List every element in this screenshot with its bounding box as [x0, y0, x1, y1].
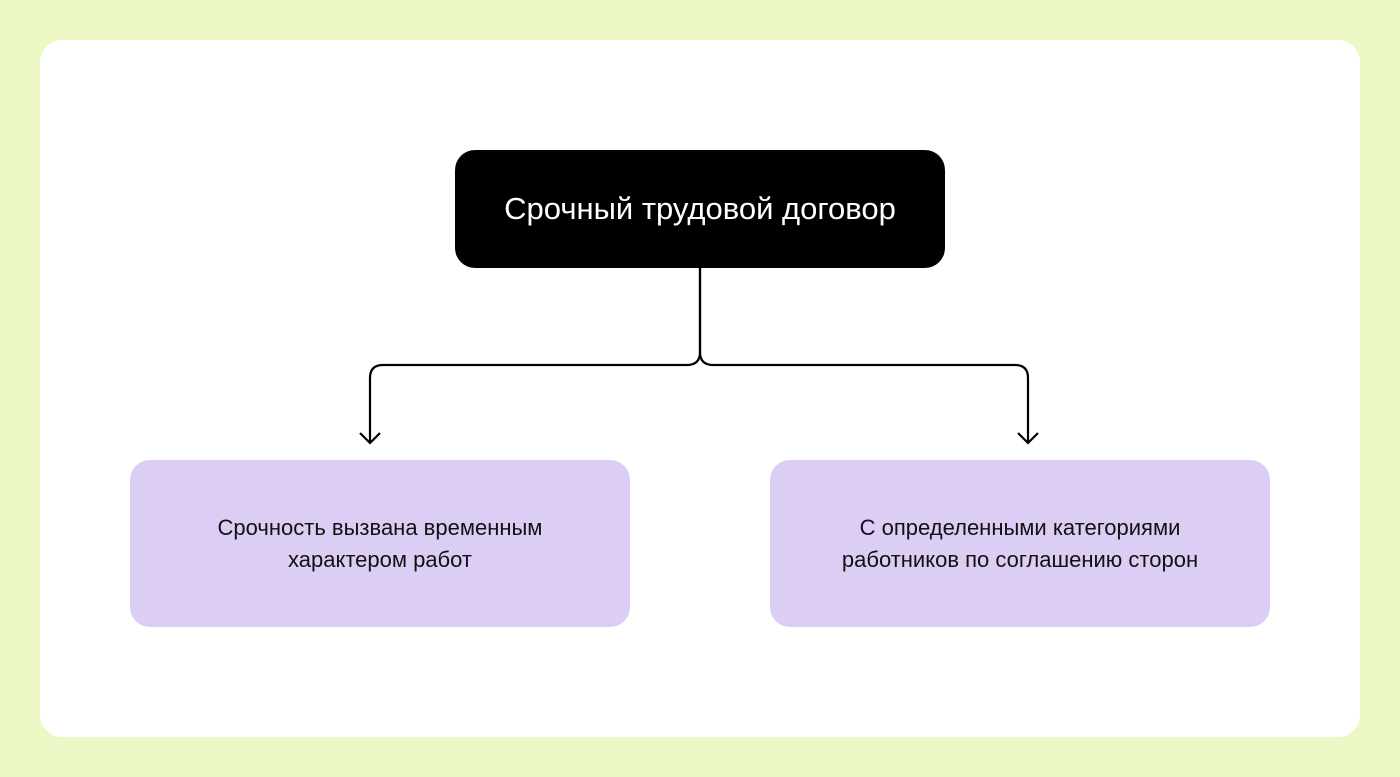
child-node-temporary-work: Срочность вызвана временным характером р… [130, 460, 630, 627]
child-node-label: С определенными категориями работников п… [841, 514, 1199, 572]
arrowhead-right-icon [1017, 432, 1039, 445]
arrowhead-left-icon [359, 432, 381, 445]
connector-left [368, 268, 702, 443]
child-node-label: Срочность вызвана временным характером р… [217, 514, 543, 572]
child-node-agreement: С определенными категориями работников п… [770, 460, 1270, 627]
root-node-label: Срочный трудовой договор [504, 191, 896, 226]
connector-right [698, 268, 1030, 443]
root-node: Срочный трудовой договор [455, 150, 945, 268]
